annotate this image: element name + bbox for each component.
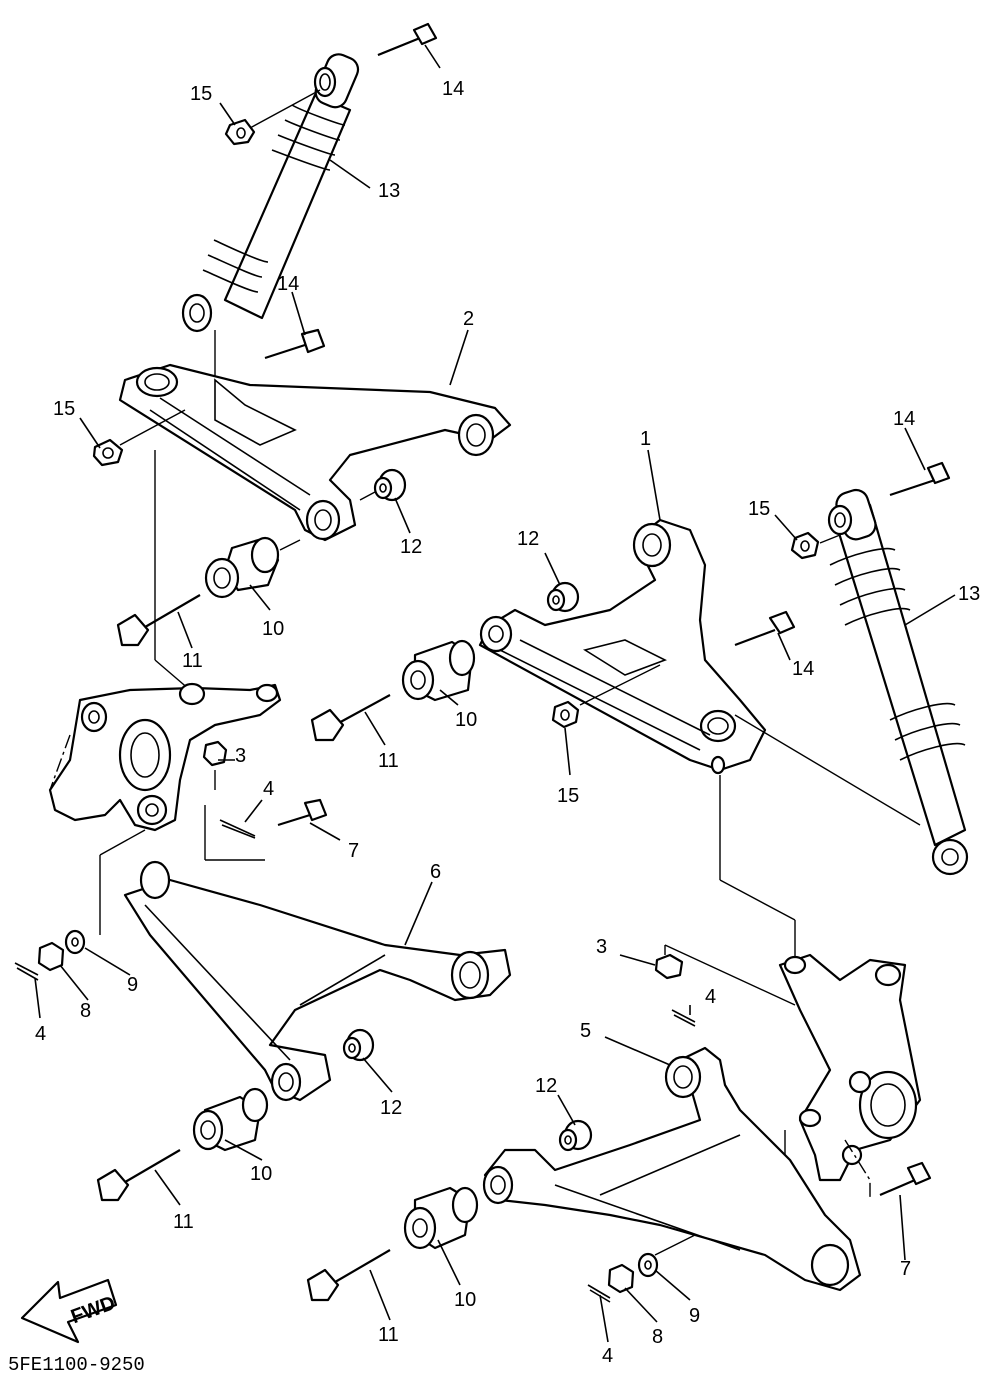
callout-4-left-lower: 4	[35, 1023, 46, 1045]
upper-arm-left	[118, 363, 512, 542]
callout-11-left-upper: 11	[182, 650, 203, 672]
callout-11-right-lower: 11	[378, 1324, 399, 1346]
upper-arm-right	[478, 518, 767, 772]
bushing-10-left-lower	[192, 1087, 269, 1152]
nut-15-top	[224, 118, 256, 146]
bolt-11-left-upper	[116, 594, 201, 647]
cotter-pin-4-lower-right	[587, 1284, 611, 1303]
bolt-14-top	[377, 22, 438, 57]
cotter-pin-4-left	[219, 819, 256, 839]
nut-8-left	[37, 941, 65, 972]
nut-8-right	[607, 1263, 635, 1294]
bolt-14-middle-left	[264, 328, 326, 360]
nut-3-right	[654, 953, 684, 980]
callout-4-right-upper: 4	[705, 986, 716, 1008]
steering-knuckle-left	[48, 682, 282, 832]
callout-13-right: 13	[958, 583, 980, 605]
bolt-11-right-upper	[310, 694, 391, 742]
callout-10-left-upper: 10	[262, 618, 284, 640]
bushing-10-right-lower	[403, 1186, 479, 1250]
bolt-14-right-top	[889, 461, 951, 497]
shock-absorber-right	[827, 488, 969, 876]
collar-12-left-upper	[373, 468, 407, 502]
callout-7-right: 7	[900, 1258, 911, 1280]
callout-4-left-upper: 4	[263, 778, 274, 800]
forward-direction-arrow: FWD	[20, 1278, 118, 1344]
collar-12-right-lower	[558, 1119, 593, 1152]
callout-4-right-lower: 4	[602, 1345, 613, 1367]
callout-7-left: 7	[348, 840, 359, 862]
washer-9-right	[637, 1252, 659, 1278]
callout-6: 6	[430, 861, 441, 883]
callout-10-right-lower: 10	[454, 1289, 476, 1311]
lower-arm-left	[123, 860, 512, 1102]
bolt-7-left	[277, 798, 328, 827]
steering-knuckle-right	[778, 953, 922, 1200]
callout-13-left: 13	[378, 180, 400, 202]
washer-9-left	[64, 929, 86, 955]
lower-arm-right	[482, 1046, 862, 1292]
callout-14-right-top: 14	[893, 408, 915, 430]
callout-8-right: 8	[652, 1326, 663, 1348]
callout-11-right-upper: 11	[378, 750, 399, 772]
drawing-code: 5FE1100-9250	[8, 1354, 145, 1376]
callout-2: 2	[463, 308, 474, 330]
collar-12-right-upper	[546, 581, 580, 613]
nut-15-right-top	[790, 531, 820, 560]
callout-5: 5	[580, 1020, 591, 1042]
callout-15-right-top: 15	[748, 498, 770, 520]
callout-15-left: 15	[53, 398, 75, 420]
callout-12-right-lower: 12	[535, 1075, 557, 1097]
bushing-10-left-upper	[204, 536, 280, 599]
callout-9-left: 9	[127, 974, 138, 996]
cotter-pin-4-right	[671, 1009, 696, 1027]
shock-absorber-left	[181, 53, 360, 333]
callout-12-left-upper: 12	[400, 536, 422, 558]
callout-14-top: 14	[442, 78, 464, 100]
callout-11-left-lower: 11	[173, 1211, 194, 1233]
leader-lines	[34, 44, 956, 1343]
callout-15-right-middle: 15	[557, 785, 579, 807]
callout-3-right: 3	[596, 936, 607, 958]
callout-12-right-upper: 12	[517, 528, 539, 550]
collar-12-left-lower	[342, 1028, 375, 1062]
bushing-10-right-upper	[401, 639, 476, 702]
nut-3-left	[202, 740, 228, 767]
bolt-11-left-lower	[96, 1149, 181, 1202]
nut-15-right-middle	[551, 700, 580, 729]
ball-joint-right-upper	[710, 755, 726, 775]
callout-1: 1	[640, 428, 651, 450]
cotter-pin-4-lower-left	[14, 962, 39, 981]
callout-14-middle-left: 14	[277, 273, 299, 295]
callout-8-left: 8	[80, 1000, 91, 1022]
callout-14-right-middle: 14	[792, 658, 814, 680]
callout-12-left-lower: 12	[380, 1097, 402, 1119]
nut-15-left	[92, 438, 124, 467]
callout-10-right-upper: 10	[455, 709, 477, 731]
callout-15-top: 15	[190, 83, 212, 105]
bolt-7-right	[879, 1161, 932, 1197]
callout-labels: 1 2 3 3 4 4 4 4 5 6 7 7 8 8 9 9 10 10 10…	[35, 78, 980, 1367]
callout-9-right: 9	[689, 1305, 700, 1327]
bolt-14-right-middle	[734, 610, 796, 647]
callout-10-left-lower: 10	[250, 1163, 272, 1185]
callout-3-left: 3	[235, 745, 246, 767]
bolt-11-right-lower	[306, 1249, 391, 1302]
